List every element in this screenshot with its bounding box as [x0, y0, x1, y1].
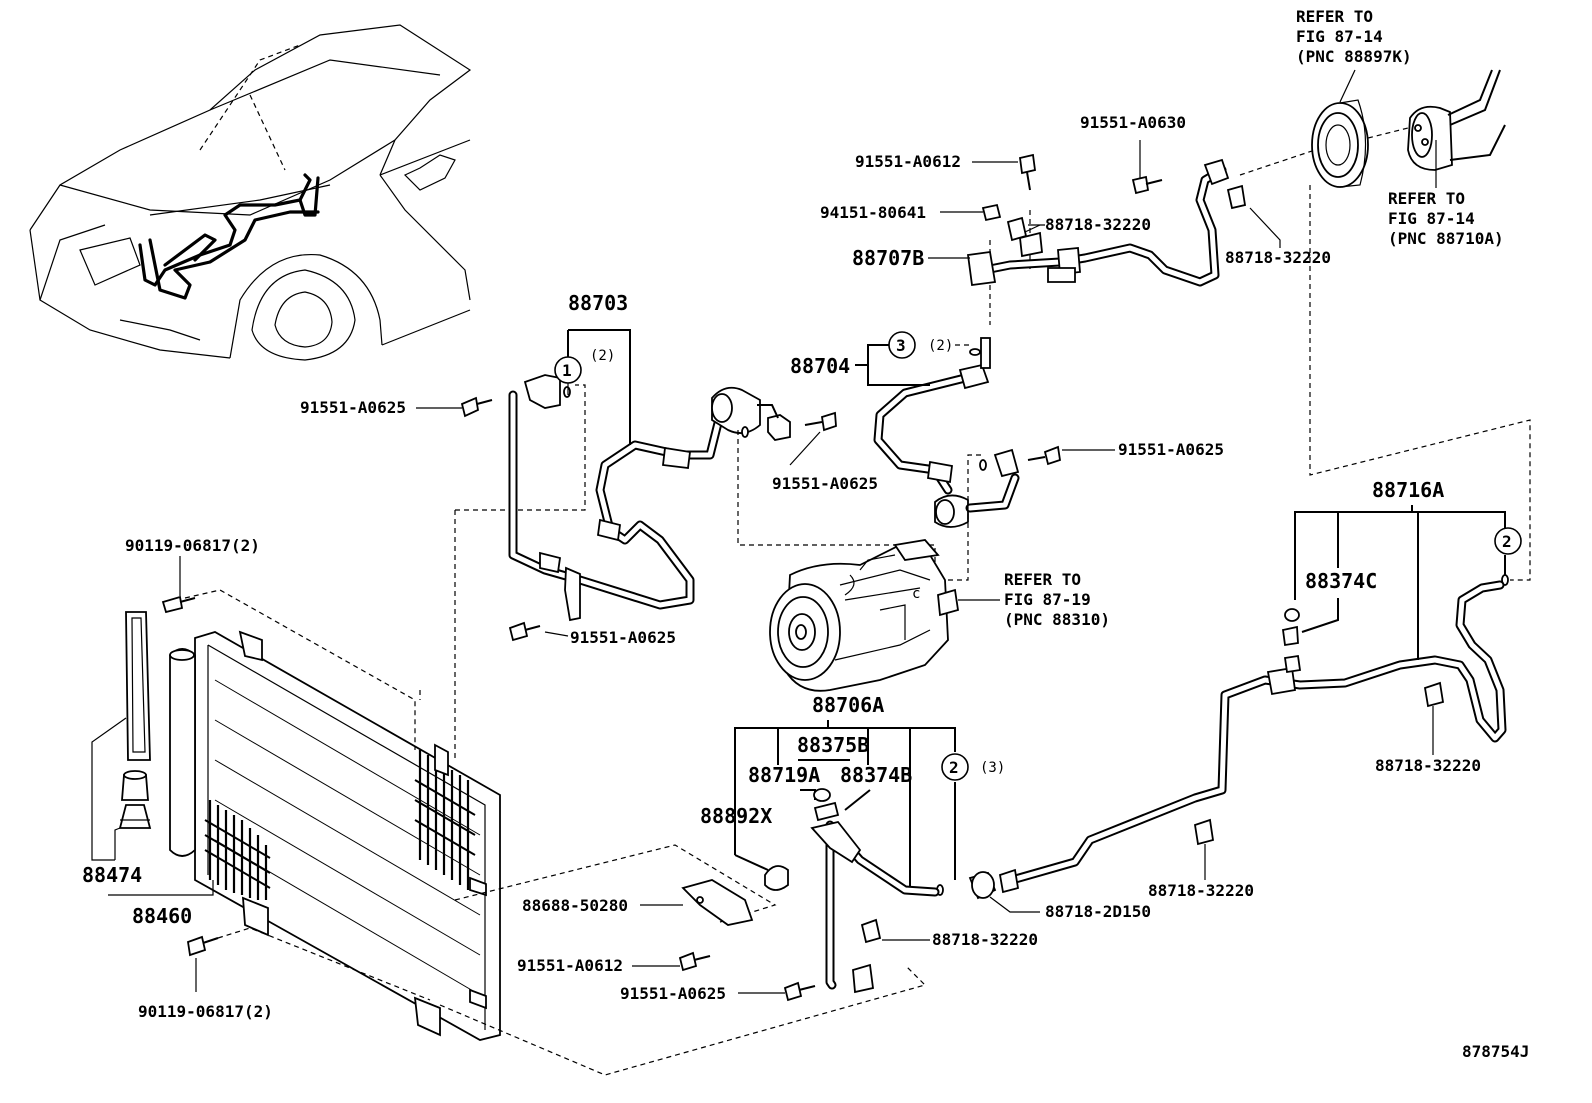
svg-text:3: 3	[896, 336, 906, 355]
hose-88703[interactable]	[508, 374, 791, 622]
cushion-88474[interactable]	[118, 770, 152, 829]
bolt-a0625-5[interactable]	[783, 981, 816, 1002]
label-88703: 88703	[568, 291, 628, 315]
ref-1-line2: FIG 87-14	[1296, 27, 1383, 46]
label-88474: 88474	[82, 863, 142, 887]
label-bolt-a0612-1: 91551-A0612	[855, 152, 961, 171]
compressor-mark: c	[912, 586, 920, 602]
compressor-88310[interactable]: c	[769, 539, 960, 692]
svg-text:2: 2	[1502, 532, 1512, 551]
diagram-id: 878754J	[1462, 1042, 1529, 1061]
ref-3-line1: REFER TO	[1004, 570, 1081, 589]
sensor-88892X[interactable]	[764, 865, 789, 891]
bolt-90119-bottom[interactable]	[186, 935, 219, 957]
bracket-88688[interactable]	[681, 879, 754, 926]
ref-2-line1: REFER TO	[1388, 189, 1465, 208]
o-ring	[741, 426, 749, 438]
label-bolt-a0625-3: 91551-A0625	[1118, 440, 1224, 459]
clamp-top-2[interactable]	[1226, 184, 1247, 210]
label-88716A: 88716A	[1372, 478, 1444, 502]
pipe-88707B[interactable]	[966, 158, 1230, 287]
pipe-88716A[interactable]	[998, 580, 1507, 894]
o-ring	[969, 348, 981, 356]
label-bolt-a0630: 91551-A0630	[1080, 113, 1186, 132]
label-clamp-1: 88718-32220	[1045, 215, 1151, 234]
label-bolt-a0625-2: 91551-A0625	[772, 474, 878, 493]
vehicle-illustration	[29, 24, 472, 361]
nut-94151[interactable]	[981, 203, 1002, 222]
label-bolt-a0625-1: 91551-A0625	[300, 398, 406, 417]
label-bolt-06817-bottom: 90119-06817(2)	[138, 1002, 273, 1021]
bolt-a0625-3[interactable]	[508, 621, 541, 642]
callout-3: 3 (2)	[888, 331, 970, 359]
bracket-88706A	[734, 727, 956, 780]
bracket-88716A	[1294, 511, 1506, 600]
ref-3-line2: FIG 87-19	[1004, 590, 1091, 609]
ref-2-line2: FIG 87-14	[1388, 209, 1475, 228]
label-88375B: 88375B	[797, 733, 869, 757]
valve-88718-2D150[interactable]	[968, 871, 997, 900]
connector-88710A[interactable]	[1407, 69, 1506, 171]
label-88719A: 88719A	[748, 763, 820, 787]
ref-3-line3: (PNC 88310)	[1004, 610, 1110, 629]
label-clamp-5: 88718-32220	[932, 930, 1038, 949]
ref-1-line3: (PNC 88897K)	[1296, 47, 1412, 66]
label-bolt-a0612-2: 91551-A0612	[517, 956, 623, 975]
label-valve-2d150: 88718-2D150	[1045, 902, 1151, 921]
label-clamp-3: 88718-32220	[1375, 756, 1481, 775]
label-88704: 88704	[790, 354, 850, 378]
o-ring	[563, 386, 571, 398]
bolt-a0630[interactable]	[1131, 175, 1163, 195]
pipe-88716A-lower[interactable]	[810, 788, 940, 994]
label-88374C: 88374C	[1305, 569, 1377, 593]
bolt-90119-top[interactable]	[161, 595, 196, 614]
label-bolt-a0625-5: 91551-A0625	[620, 984, 726, 1003]
bolt-a0612-bottom[interactable]	[678, 951, 711, 972]
part-labels: 88703 88704 88706A 88707B 88716A 88374C …	[82, 7, 1529, 1061]
label-88707B: 88707B	[852, 246, 924, 270]
o-ring	[979, 459, 987, 471]
callout-2-lower: 2 (3)	[941, 753, 1005, 781]
connector-88897K[interactable]	[1311, 99, 1369, 188]
label-bolt-a0625-4: 91551-A0625	[570, 628, 676, 647]
clamp-right-2[interactable]	[1193, 818, 1215, 846]
svg-text:2: 2	[949, 758, 959, 777]
clamp-top-1[interactable]	[1006, 216, 1028, 242]
label-88374B: 88374B	[840, 763, 912, 787]
clamp-lower-1[interactable]	[860, 918, 882, 944]
bolt-a0625-1[interactable]	[460, 396, 493, 418]
ref-2-line3: (PNC 88710A)	[1388, 229, 1504, 248]
clamp-right-1[interactable]	[1423, 681, 1445, 708]
bracket-88703	[568, 329, 631, 445]
label-clamp-2: 88718-32220	[1225, 248, 1331, 267]
bolt-a0625-2[interactable]	[804, 411, 837, 432]
bolt-a0612-top[interactable]	[1018, 153, 1037, 191]
condenser-88460[interactable]	[169, 630, 501, 1041]
callout-1: 1 (2)	[554, 348, 615, 384]
label-bracket-50280: 88688-50280	[522, 896, 628, 915]
leader-lines	[91, 69, 1437, 994]
svg-text:(2): (2)	[590, 348, 615, 364]
label-bolt-06817-top: 90119-06817(2)	[125, 536, 260, 555]
hose-88704[interactable]	[873, 337, 1062, 528]
label-88460: 88460	[132, 904, 192, 928]
label-88706A: 88706A	[812, 693, 884, 717]
ref-1-line1: REFER TO	[1296, 7, 1373, 26]
svg-text:(3): (3)	[980, 760, 1005, 776]
label-clamp-4: 88718-32220	[1148, 881, 1254, 900]
callout-2-right: 2	[1494, 527, 1522, 555]
svg-text:1: 1	[562, 361, 572, 380]
label-nut-80641: 94151-80641	[820, 203, 926, 222]
label-88892X: 88892X	[700, 804, 772, 828]
seal-strip[interactable]	[125, 611, 151, 761]
svg-text:(2): (2)	[928, 338, 953, 354]
